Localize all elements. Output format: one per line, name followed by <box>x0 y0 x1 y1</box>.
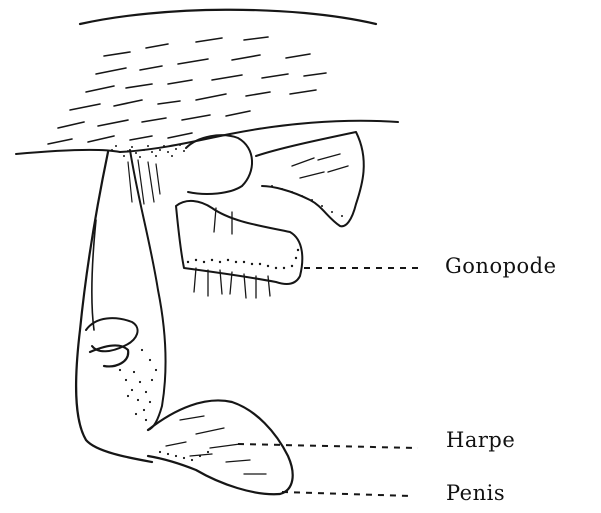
right-appendage-hairs <box>292 154 348 178</box>
harpe-hook <box>90 346 128 367</box>
penis-leader <box>282 492 412 496</box>
label-harpe: Harpe <box>446 428 515 452</box>
shaft-outline <box>76 152 152 462</box>
body-outline-top <box>80 10 376 24</box>
label-gonopode: Gonopode <box>445 254 557 278</box>
gonopode-flap <box>176 201 302 284</box>
gonopode-stipple <box>187 249 299 269</box>
penis-outline <box>148 400 293 494</box>
harpe-leader <box>238 444 418 448</box>
gonopode-hairs <box>194 208 270 298</box>
label-penis: Penis <box>446 481 505 505</box>
lobe <box>186 135 252 194</box>
segment-hairs <box>48 37 326 144</box>
right-appendage <box>256 132 364 226</box>
right-appendage-stipple <box>271 185 343 217</box>
